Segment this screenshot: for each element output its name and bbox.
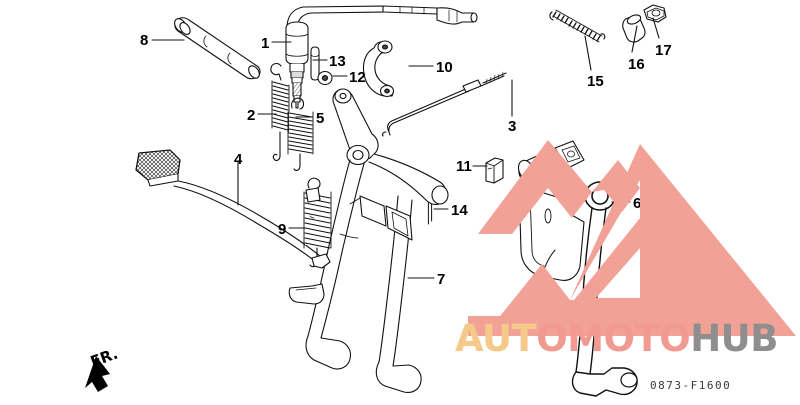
callout-number-4: 4 (234, 151, 243, 168)
front-direction-indicator: FR. (52, 344, 132, 398)
part-7-main-stand (305, 88, 449, 393)
diagram-part-number: 0873-F1600 (650, 379, 732, 392)
callout-number-10: 10 (436, 59, 453, 76)
callout-leader-lines (151, 17, 660, 279)
callout-number-16: 16 (628, 56, 645, 73)
callout-number-17: 17 (655, 42, 672, 59)
leader-line-16 (631, 25, 638, 53)
leader-line-17 (652, 17, 660, 39)
part-3-adjuster-rod (382, 71, 507, 137)
callout-number-12: 12 (349, 69, 366, 86)
part-2-spring-long (270, 63, 290, 161)
part-12-washer (317, 70, 333, 86)
callout-number-1: 1 (261, 35, 270, 52)
part-7-stand-arm-left (288, 187, 331, 305)
part-13-pin (310, 46, 320, 81)
part-17-nut (643, 4, 667, 23)
part-5-spring-short (287, 97, 314, 171)
callout-number-5: 5 (316, 110, 325, 127)
callout-number-8: 8 (140, 32, 149, 49)
part-10-bracket (362, 40, 395, 98)
callout-number-14: 14 (451, 202, 468, 219)
part-4-brake-pedal (135, 149, 321, 263)
part-15-spring-coil (549, 9, 606, 43)
part-8-handle-grip (174, 17, 261, 80)
part-1-spark-plug-cap (285, 5, 478, 109)
callout-number-3: 3 (508, 118, 517, 135)
front-arrow-icon (85, 356, 110, 392)
part-11-rubber-stopper (485, 157, 504, 184)
part-16-collar (622, 14, 646, 43)
callout-number-7: 7 (437, 271, 446, 288)
callout-number-2: 2 (247, 107, 256, 124)
callout-number-13: 13 (329, 53, 346, 70)
callout-number-15: 15 (587, 73, 604, 90)
part-6-side-stand-bracket (517, 140, 638, 397)
callout-number-11: 11 (456, 158, 472, 175)
callout-number-9: 9 (278, 221, 287, 238)
leader-line-15 (584, 35, 592, 71)
callout-number-6: 6 (633, 195, 642, 212)
